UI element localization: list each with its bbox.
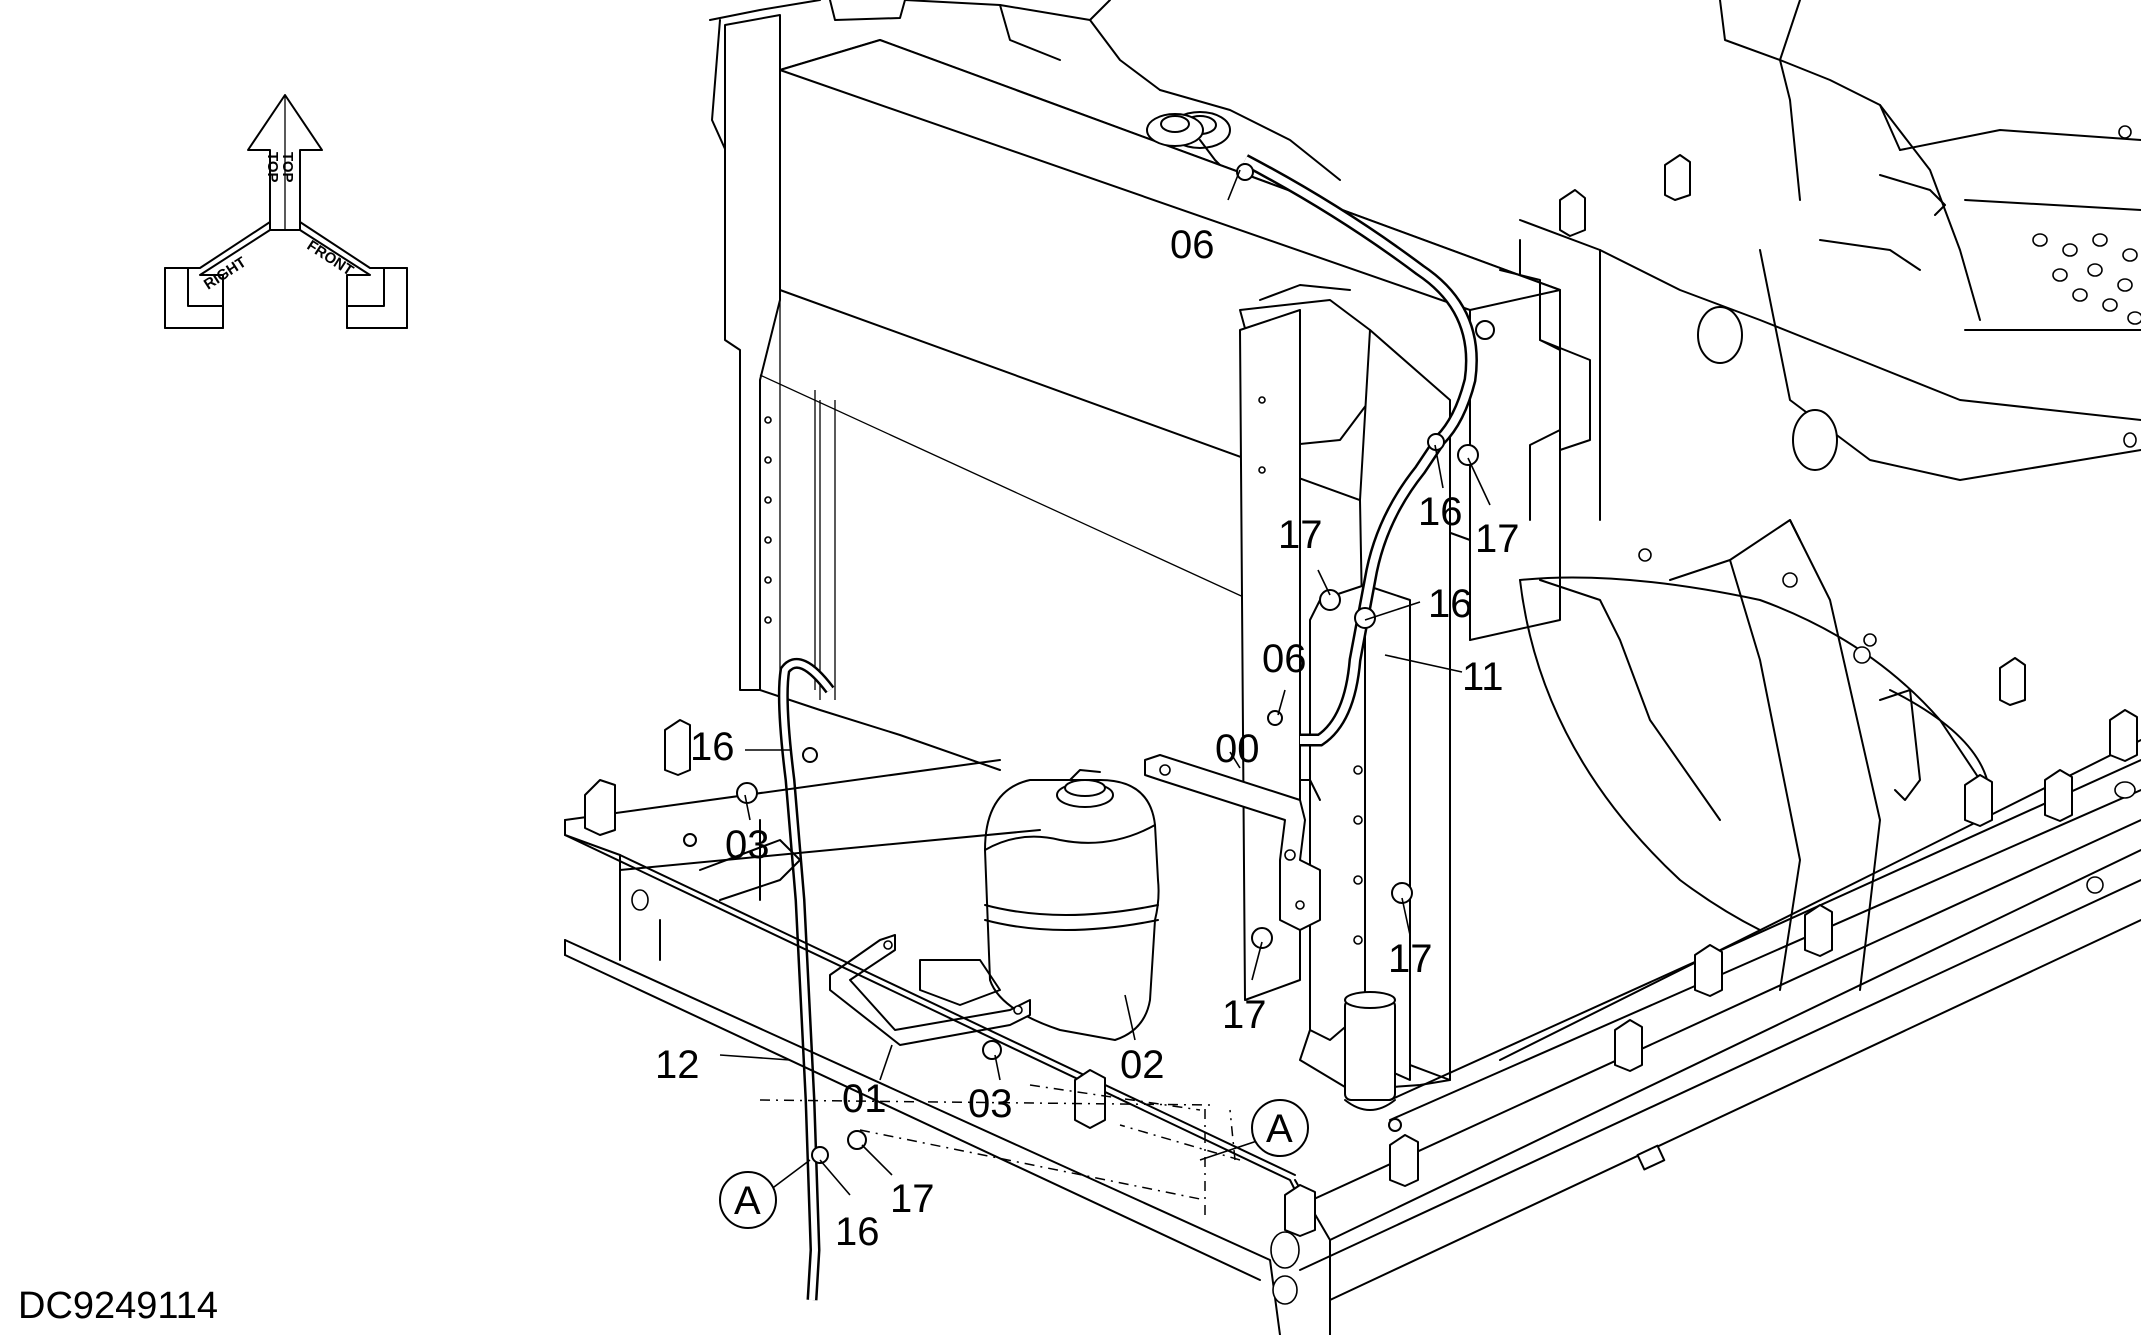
section-markers: A A (719, 1099, 1309, 1229)
base-frame (564, 154, 2141, 1335)
orientation-top-label-mirror: TOP (279, 152, 296, 183)
callout-label: 01 (842, 1077, 887, 1121)
centerlines (759, 1084, 1241, 1215)
callout-label: 17 (1388, 937, 1433, 981)
callouts: 06 16 17 17 16 11 06 00 16 03 02 17 17 1… (655, 223, 1520, 1254)
callout-label: 03 (725, 823, 770, 867)
callout-label: 06 (1170, 223, 1215, 267)
section-marker-label: A (1266, 1107, 1293, 1151)
tank-02 (984, 769, 1160, 1041)
section-marker-label: A (734, 1179, 761, 1223)
callout-label: 16 (1418, 490, 1463, 534)
leader-lines (719, 169, 1491, 1196)
strap-01 (829, 934, 1031, 1046)
callout-label: 00 (1215, 727, 1260, 771)
orientation-top-label: TOP (264, 152, 281, 183)
callout-label: 03 (968, 1082, 1013, 1126)
callout-label: 17 (890, 1177, 935, 1221)
callout-label: 16 (835, 1210, 880, 1254)
callout-label: 17 (1278, 513, 1323, 557)
bracket-00 (1144, 754, 1321, 931)
callout-label: 12 (655, 1043, 700, 1087)
callout-label: 17 (1475, 517, 1520, 561)
perforation-holes (2032, 125, 2141, 448)
callout-label: 16 (1428, 582, 1473, 626)
callout-label: 17 (1222, 993, 1267, 1037)
callout-label: 02 (1120, 1043, 1165, 1087)
callout-label: 11 (1462, 655, 1504, 699)
hose-11 (1241, 154, 1495, 747)
frame-clips (584, 154, 2138, 1237)
hose-12 (777, 657, 835, 1301)
callout-label: 06 (1262, 637, 1307, 681)
orientation-symbol: TOP TOP RIGHT FRONT (164, 94, 408, 329)
radiator-assembly (724, 14, 1991, 1111)
document-code: DC9249114 (18, 1285, 218, 1327)
callout-label: 16 (690, 725, 735, 769)
